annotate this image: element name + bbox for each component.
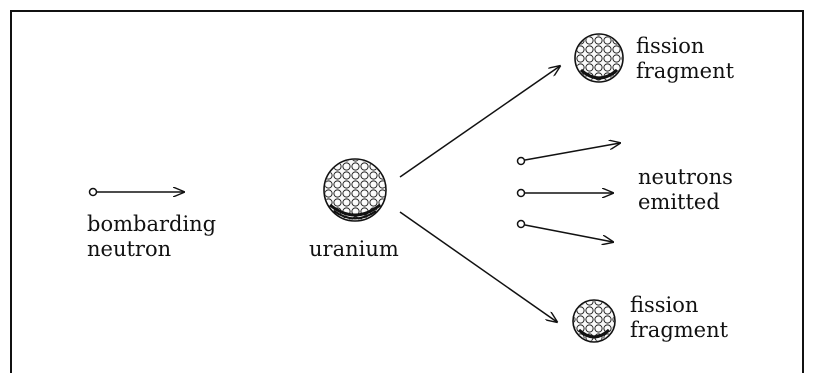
neutrons-emitted-label: neutrons emitted: [638, 165, 733, 214]
bombarding-neutron-dot: [88, 187, 98, 197]
fission-fragment-top-label: fission fragment: [636, 34, 735, 83]
uranium-nucleus: [323, 158, 387, 222]
fission-fragment-bottom: [572, 299, 616, 343]
bombarding-neutron-label: bombarding neutron: [87, 212, 217, 261]
neutron-arrow-1: [524, 143, 620, 161]
fission-fragment-top: [574, 33, 624, 83]
arrow-to-top-fragment: [399, 66, 560, 178]
neutron-dot-2: [516, 188, 526, 198]
diagram-frame: [10, 10, 804, 373]
bombarding-neutron: [88, 187, 185, 197]
fission-fragment-bottom-label: fission fragment: [630, 293, 729, 342]
uranium-label: uranium: [309, 237, 399, 261]
neutron-arrow-3: [524, 224, 613, 242]
arrow-to-bottom-fragment: [399, 211, 557, 322]
emitted-neutrons: [516, 143, 621, 242]
neutron-dot-1: [516, 156, 526, 166]
neutron-dot-3: [516, 219, 526, 229]
